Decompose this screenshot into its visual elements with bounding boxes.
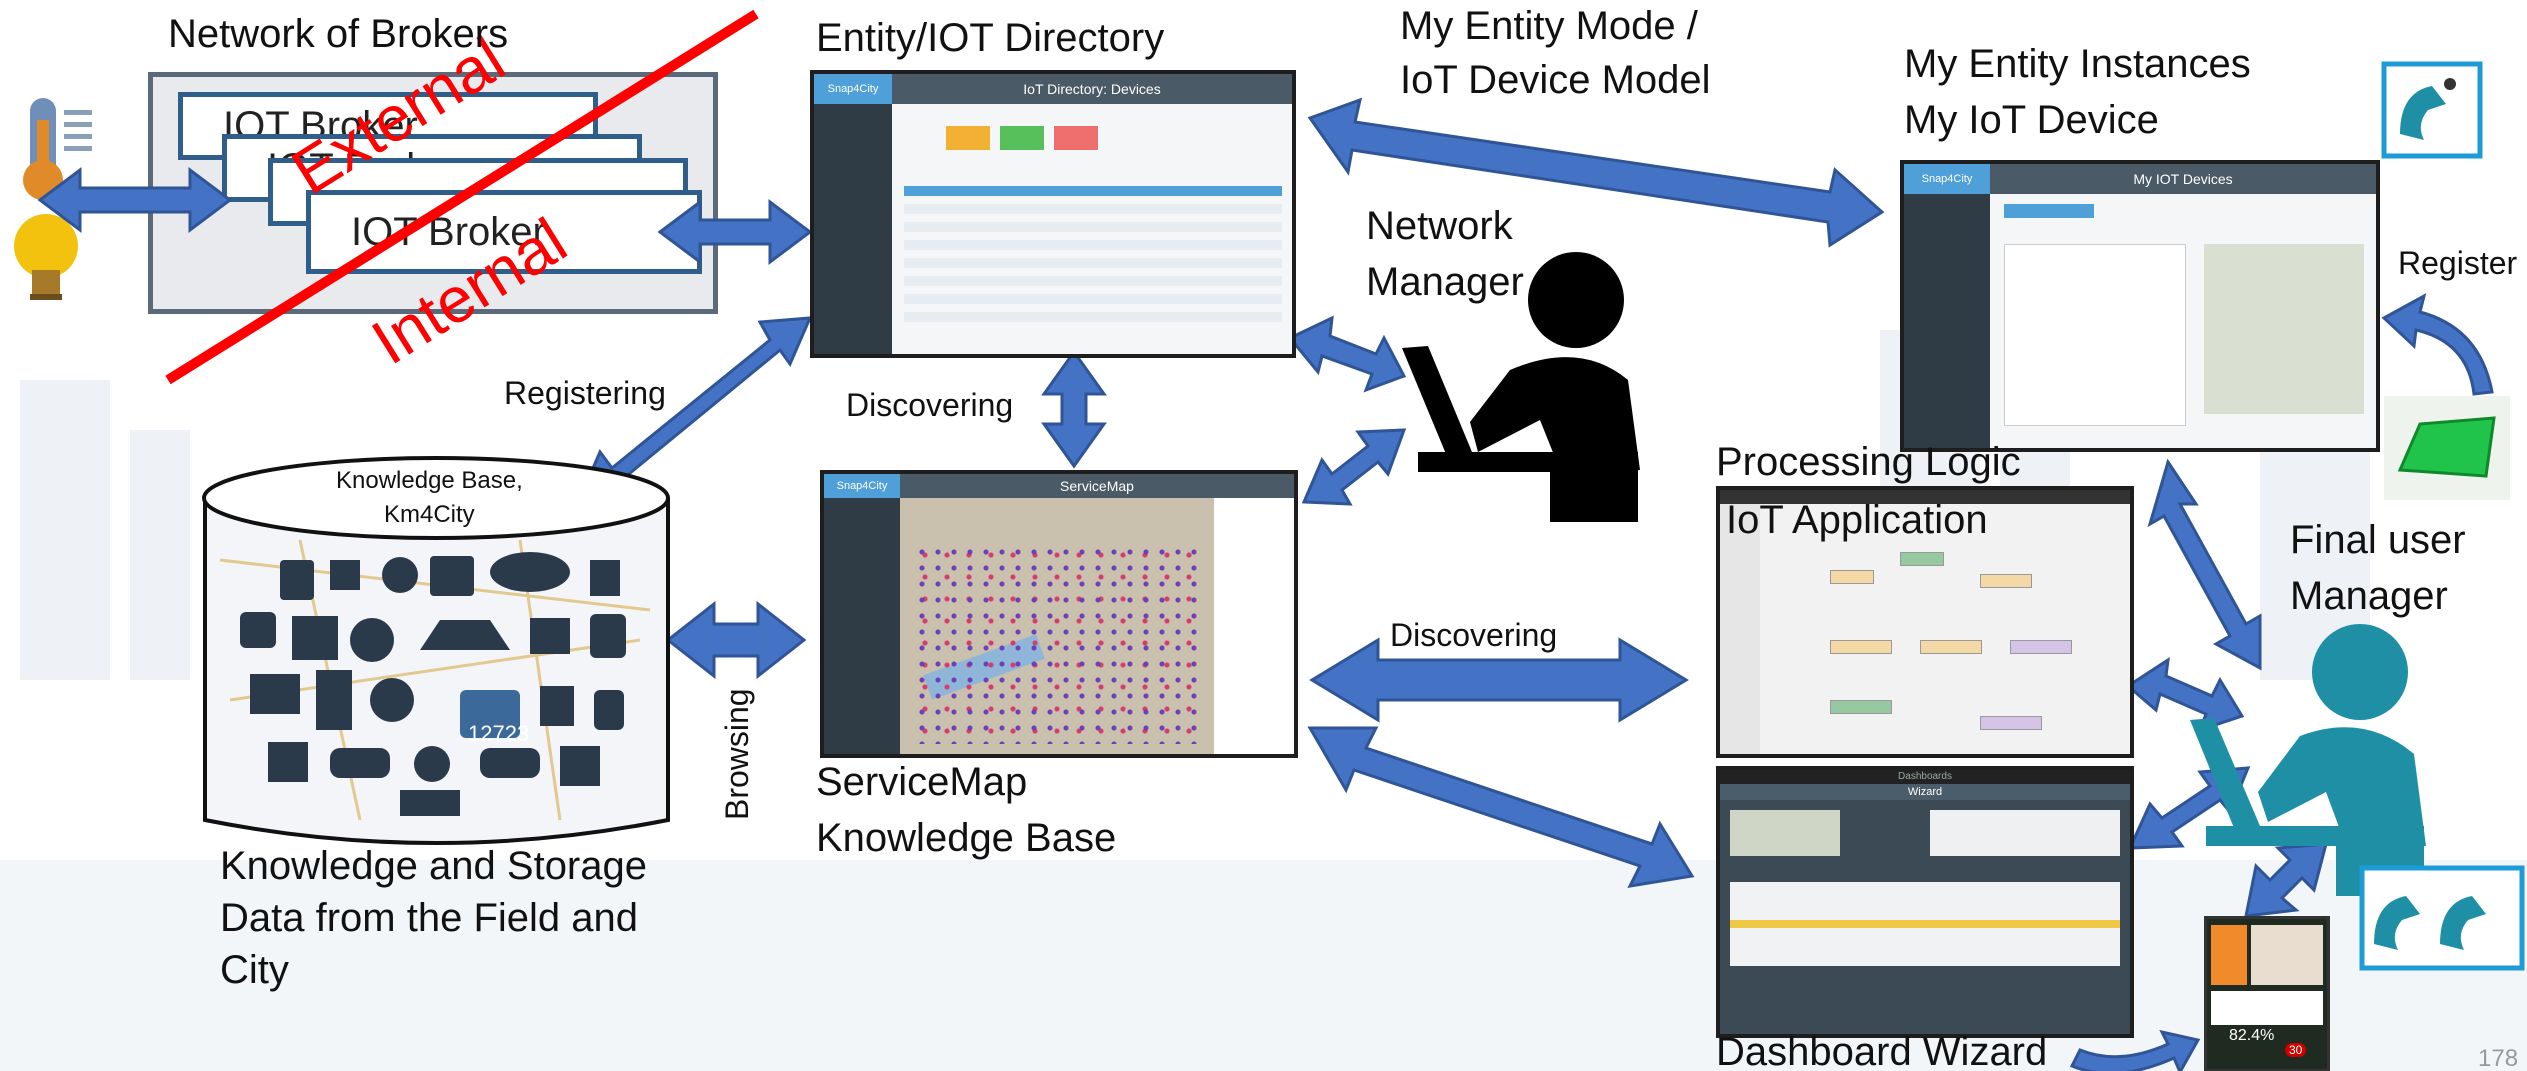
arrow-manager-servicemap [1301, 428, 1407, 506]
processing-label-1: Processing Logic [1716, 440, 2021, 484]
directory-app-name: Snap4City [814, 74, 892, 104]
final-user-label-1: Final user [2290, 518, 2466, 562]
arrow-register [2381, 293, 2494, 396]
arrow-servicemap-wizard [1307, 726, 1695, 888]
arrow-finaluser-mobile [2244, 842, 2328, 918]
kb-caption-3: City [220, 948, 289, 992]
kb-caption-1: Knowledge and Storage [220, 844, 647, 888]
instances-label-2: My IoT Device [1904, 98, 2159, 142]
devices-title: My IOT Devices [1990, 164, 2376, 194]
arrow-finaluser-processing [2125, 656, 2245, 733]
register-label: Register [2398, 245, 2518, 281]
arrow-devices-brokers [37, 167, 233, 233]
mobile-dashboard-screenshot: 82.4% 30 [2204, 916, 2330, 1071]
lightbulb-icon [14, 214, 78, 300]
iot-directory-screenshot: Snap4City IoT Directory: Devices [810, 70, 1296, 358]
entity-mode-label-1: My Entity Mode / [1400, 4, 1698, 48]
entity-mode-label-2: IoT Device Model [1400, 58, 1711, 102]
discovering-label-2: Discovering [1390, 617, 1558, 653]
knowledge-base-cylinder [202, 456, 670, 845]
network-manager-label-2: Manager [1366, 260, 1524, 304]
arrow-wizard-mobile [2069, 1029, 2201, 1071]
entity-directory-label: Entity/IOT Directory [816, 16, 1165, 60]
strike-line [165, 9, 759, 385]
mobile-value-2: 30 [2285, 1043, 2307, 1057]
devices-app-name: Snap4City [1904, 164, 1990, 194]
arrow-manager-directory [1287, 315, 1407, 393]
arrow-browsing [665, 600, 807, 680]
wizard-title: Wizard [1720, 784, 2130, 800]
kb-title-1: Knowledge Base, [336, 467, 523, 494]
registering-label: Registering [504, 375, 666, 411]
page-number: 178 [2478, 1045, 2519, 1071]
processing-label-2: IoT Application [1726, 498, 1988, 542]
final-user-label-2: Manager [2290, 574, 2448, 618]
browsing-label: Browsing [719, 688, 755, 820]
processing-logic-screenshot [1716, 486, 2134, 758]
kb-caption-2: Data from the Field and [220, 896, 638, 940]
instances-label-1: My Entity Instances [1904, 42, 2251, 86]
dashboard-wizard-label: Dashboard Wizard [1716, 1030, 2048, 1071]
broker-box-4: IOT Broker [306, 190, 702, 274]
final-user-person-icon [2190, 624, 2426, 896]
discovering-label-1: Discovering [846, 387, 1014, 423]
register-badge-bottom [2359, 865, 2525, 971]
wizard-tab: Dashboards [1720, 770, 2130, 784]
arrow-brokers-directory [657, 199, 813, 265]
arrow-discovering-vertical [1041, 349, 1107, 469]
arrow-directory-instances [1307, 97, 1885, 248]
dashboard-wizard-screenshot: Dashboards Wizard [1716, 766, 2134, 1038]
thermometer-icon [23, 98, 92, 200]
servicemap-title: ServiceMap [900, 474, 1294, 498]
servicemap-label-1: ServiceMap [816, 760, 1028, 804]
servicemap-label-2: Knowledge Base [816, 816, 1117, 860]
arrow-discovering-horizontal [1309, 637, 1689, 723]
arrow-instances-finaluser [2147, 458, 2262, 671]
kb-panel-value: 12723 [468, 721, 530, 746]
register-badge-top [2381, 61, 2483, 159]
mobile-value-1: 82.4% [2229, 1027, 2275, 1044]
kb-title-2: Km4City [384, 501, 475, 528]
my-iot-devices-screenshot: Snap4City My IOT Devices [1900, 160, 2380, 452]
network-manager-label-1: Network [1366, 204, 1513, 248]
green-device-icon [2384, 396, 2510, 500]
servicemap-app-name: Snap4City [824, 474, 900, 498]
network-of-brokers-label: Network of Brokers [168, 12, 509, 56]
directory-title: IoT Directory: Devices [892, 74, 1292, 104]
network-manager-person-icon [1402, 252, 1640, 522]
servicemap-screenshot: Snap4City ServiceMap [820, 470, 1298, 758]
